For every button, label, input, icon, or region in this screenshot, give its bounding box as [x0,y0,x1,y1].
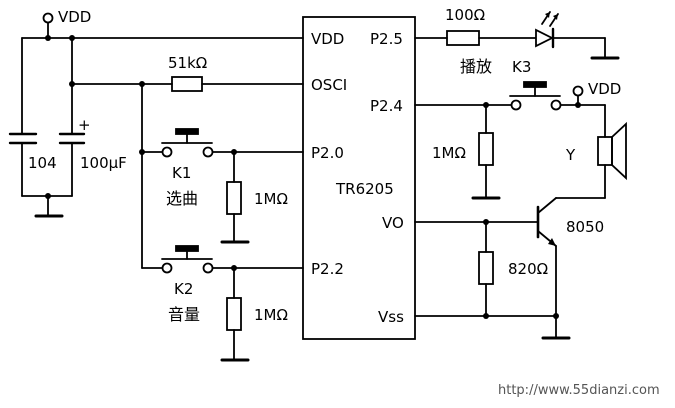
pin-vss-label: Vss [378,308,404,326]
k1-id-label: K1 [172,164,191,182]
speaker [597,121,627,181]
pin-p20-label: P2.0 [311,144,344,162]
pin-osci-label: OSCI [311,76,347,94]
cap-polarity-label: + [78,116,91,134]
cap-100uf-label: 100μF [80,154,127,172]
pin-p22-label: P2.2 [311,260,344,278]
chip-name-label: TR6205 [335,180,394,198]
r-emitter-label: 820Ω [508,260,548,278]
resistor-100 [446,30,480,46]
k3-cn-label: 播放 [460,57,492,76]
pin-p25-label: P2.5 [370,30,403,48]
r-k2-label: 1MΩ [254,306,288,324]
transistor-8050 [536,197,557,247]
switch-k3 [509,81,561,97]
led [535,11,559,49]
ic-body [302,16,416,340]
switch-k1 [141,128,214,158]
k2-cn-label: 音量 [168,305,200,324]
switch-k2 [141,245,214,274]
resistor-k1 [226,181,242,215]
cap-104-label: 104 [28,154,57,172]
vdd-left-label: VDD [58,8,91,26]
k2-id-label: K2 [174,280,193,298]
r-osc-label: 51kΩ [168,54,207,72]
vdd-right-label: VDD [588,80,621,98]
r-led-label: 100Ω [445,6,485,24]
vdd-left-terminal [42,12,54,39]
r-k3-label: 1MΩ [432,144,466,162]
k1-cn-label: 选曲 [166,189,198,208]
resistor-820 [478,251,494,285]
k3-id-label: K3 [512,58,531,76]
transistor-label: 8050 [566,218,604,236]
r-k1-label: 1MΩ [254,190,288,208]
pin-vdd-label: VDD [311,30,344,48]
resistor-k2 [226,297,242,331]
resistor-k3 [478,132,494,166]
speaker-label: Y [565,146,576,164]
electrolytic-capacitor [58,132,86,197]
vdd-right-terminal [572,85,584,97]
pin-vo-label: VO [382,214,404,232]
watermark: http://www.55dianzi.com [498,383,660,398]
ceramic-capacitor [8,132,38,197]
pin-p24-label: P2.4 [370,97,403,115]
resistor-51k [171,76,203,92]
